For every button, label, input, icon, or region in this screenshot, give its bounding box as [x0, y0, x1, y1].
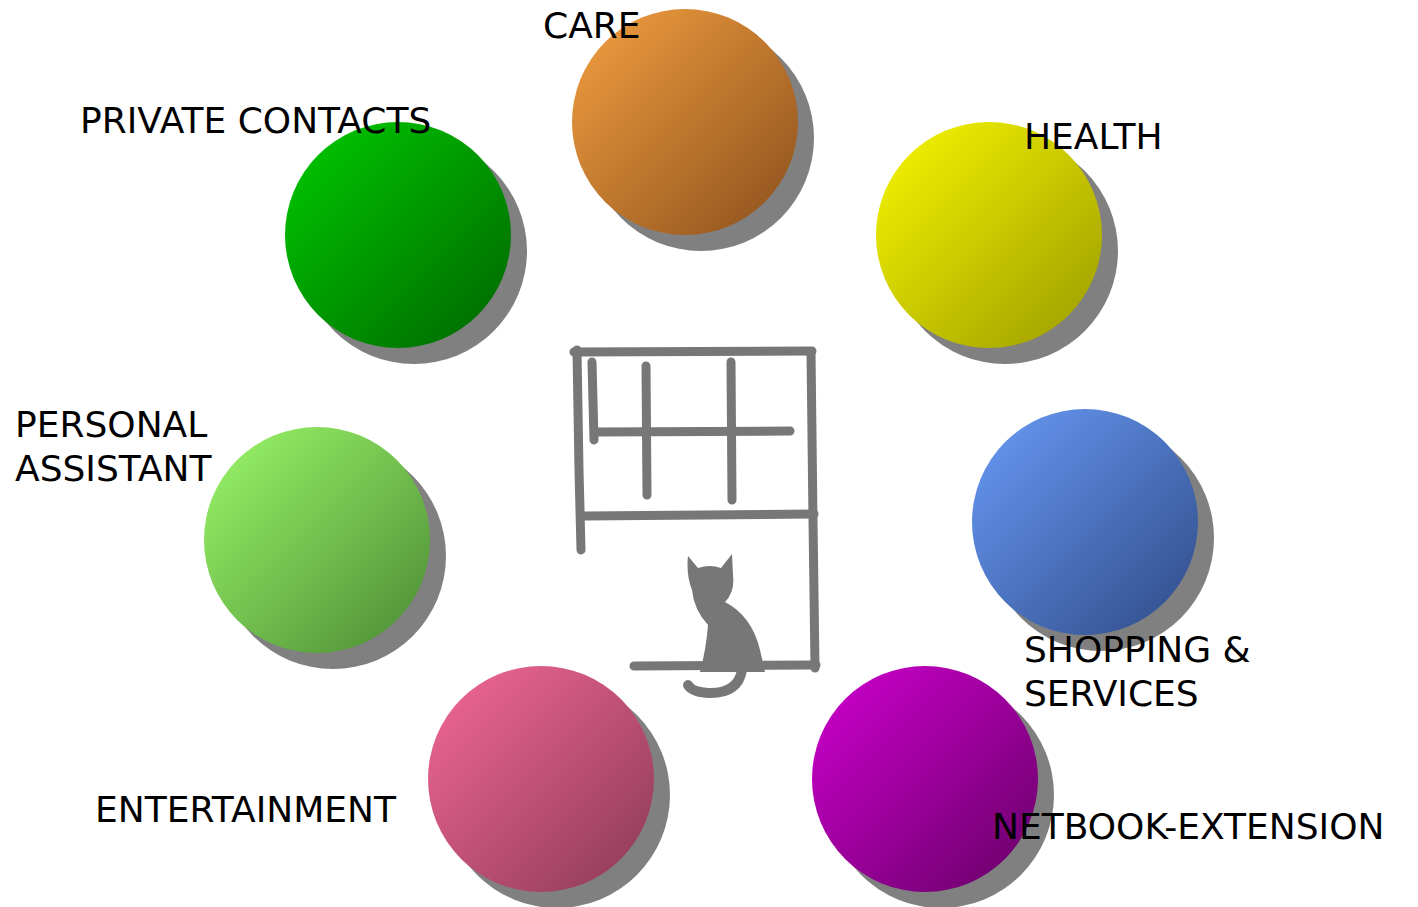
topic-circle: PRIVATE CONTACTS	[285, 122, 511, 348]
topic-label: NETBOOK-EXTENSION	[992, 805, 1384, 849]
topic-label: SHOPPING & SERVICES	[1024, 628, 1324, 716]
topic-circle: CARE	[572, 9, 798, 235]
window-sash	[646, 366, 647, 495]
window-sash	[731, 362, 732, 500]
topic-label: PERSONAL ASSISTANT	[15, 403, 255, 491]
window-frame	[574, 351, 812, 352]
circle-shape	[428, 666, 654, 892]
topic-circle: ENTERTAINMENT	[428, 666, 654, 892]
topic-circle: NETBOOK-EXTENSION	[812, 666, 1038, 892]
topic-circle: SHOPPING & SERVICES	[972, 409, 1198, 635]
circle-shape	[285, 122, 511, 348]
circle-fill	[204, 427, 430, 653]
topic-circle: PERSONAL ASSISTANT	[204, 427, 430, 653]
window-sash	[597, 431, 790, 432]
circle-fill	[972, 409, 1198, 635]
circle-fill	[812, 666, 1038, 892]
circle-fill	[285, 122, 511, 348]
window-sash	[592, 362, 594, 440]
cat-silhouette	[688, 554, 766, 672]
window-frame	[577, 350, 581, 550]
topic-label: CARE	[543, 4, 641, 48]
circle-shape	[204, 427, 430, 653]
circle-shape	[812, 666, 1038, 892]
circle-shape	[972, 409, 1198, 635]
topic-label: ENTERTAINMENT	[95, 788, 396, 832]
cat-tail	[688, 670, 742, 693]
window-sash	[585, 514, 814, 516]
circle-fill	[428, 666, 654, 892]
topic-circle: HEALTH	[876, 122, 1102, 348]
topic-label: PRIVATE CONTACTS	[80, 99, 431, 143]
topic-label: HEALTH	[1024, 115, 1163, 159]
